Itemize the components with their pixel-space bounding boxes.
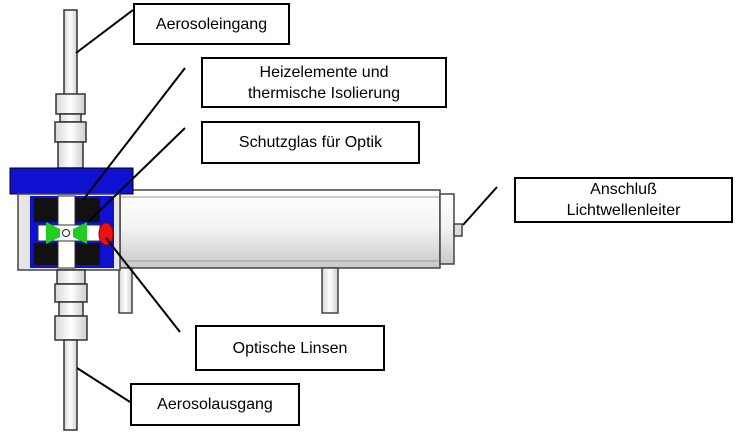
leader-optical-lenses xyxy=(105,237,181,333)
support-legs xyxy=(118,267,339,314)
leader-aerosol-outlet xyxy=(76,367,131,403)
optical-tube xyxy=(119,189,463,269)
label-fiber-connector-line1: Anschluß xyxy=(590,181,657,198)
label-protective-glass: Schutzglas für Optik xyxy=(201,121,420,164)
label-optical-lenses-text: Optische Linsen xyxy=(232,339,348,357)
heater-housing xyxy=(9,167,134,271)
leader-heating-elements xyxy=(82,67,186,201)
label-aerosol-inlet-text: Aerosoleingang xyxy=(155,15,268,33)
inlet-pipe xyxy=(54,9,87,169)
label-aerosol-inlet: Aerosoleingang xyxy=(133,3,290,45)
leader-protective-glass xyxy=(87,127,186,223)
leader-fiber-connector xyxy=(462,186,498,226)
label-optical-lenses: Optische Linsen xyxy=(195,325,385,371)
label-heating-elements-line1: Heizelemente und xyxy=(259,63,389,81)
optical-lens xyxy=(98,222,114,246)
leader-lines xyxy=(75,9,498,403)
label-fiber-connector-line2: Lichtwellenleiter xyxy=(566,202,681,219)
label-aerosol-outlet: Aerosolausgang xyxy=(130,383,300,426)
outlet-pipe xyxy=(54,269,88,431)
leader-aerosol-inlet xyxy=(75,9,134,54)
label-aerosol-outlet-text: Aerosolausgang xyxy=(157,396,273,413)
label-heating-elements: Heizelemente und thermische Isolierung xyxy=(201,57,447,108)
label-protective-glass-text: Schutzglas für Optik xyxy=(238,134,383,151)
label-heating-elements-line2: thermische Isolierung xyxy=(247,84,401,102)
label-fiber-connector: Anschluß Lichtwellenleiter xyxy=(514,177,733,223)
